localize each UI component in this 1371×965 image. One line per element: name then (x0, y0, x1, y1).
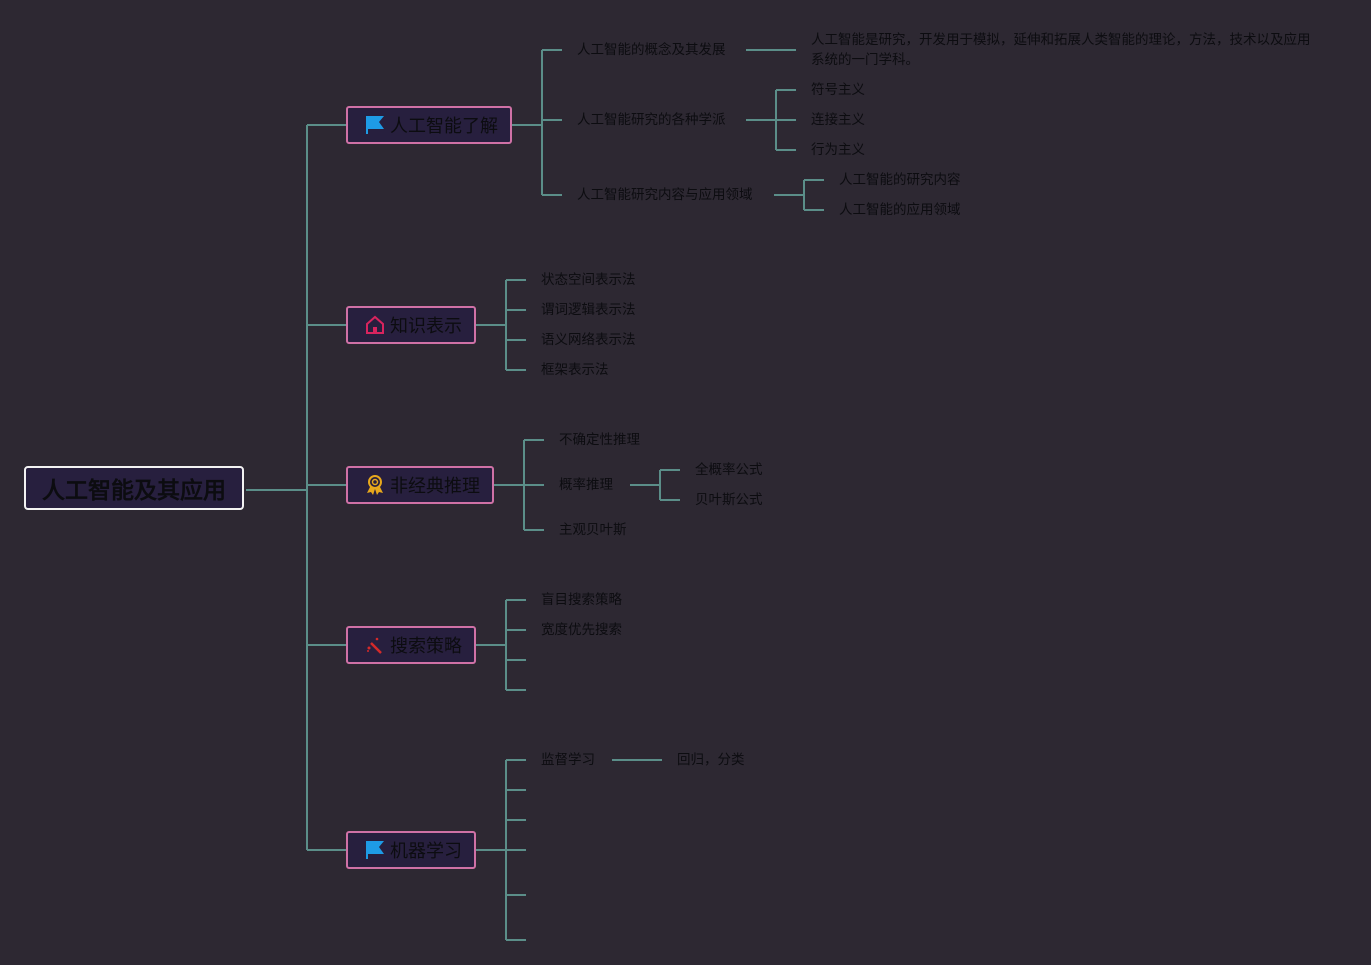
subtopic[interactable]: 人工智能的概念及其发展 (577, 42, 726, 58)
award-ribbon-icon (364, 474, 386, 496)
topic-label: 搜索策略 (390, 636, 462, 657)
root-topic-label: 人工智能及其应用 (42, 478, 226, 504)
subtopic[interactable]: 人工智能的应用领域 (839, 202, 961, 218)
subtopic[interactable]: 人工智能研究内容与应用领域 (577, 187, 753, 203)
subtopic-definition[interactable]: 人工智能是研究，开发用于模拟，延伸和拓展人类智能的理论，方法，技术以及应用系统的… (811, 32, 1311, 68)
subtopic[interactable]: 不确定性推理 (559, 432, 640, 448)
subtopic[interactable]: 人工智能研究的各种学派 (577, 112, 726, 128)
topic-label: 非经典推理 (390, 476, 480, 497)
topic-nonclassical-reasoning[interactable]: 非经典推理 (346, 466, 494, 504)
topic-ai-overview[interactable]: 人工智能了解 (346, 106, 512, 144)
subtopic[interactable]: 盲目搜索策略 (541, 592, 622, 608)
subtopic[interactable]: 状态空间表示法 (541, 272, 636, 288)
subtopic[interactable]: 行为主义 (811, 142, 865, 158)
subtopic[interactable]: 监督学习 (541, 752, 595, 768)
subtopic[interactable]: 概率推理 (559, 477, 613, 493)
magic-wand-icon (364, 634, 386, 656)
subtopic[interactable]: 全概率公式 (695, 462, 763, 478)
subtopic[interactable]: 人工智能的研究内容 (839, 172, 961, 188)
topic-label: 知识表示 (390, 316, 462, 337)
topic-label: 机器学习 (390, 841, 462, 862)
flag-icon (364, 839, 386, 861)
subtopic[interactable]: 谓词逻辑表示法 (541, 302, 636, 318)
topic-search-strategy[interactable]: 搜索策略 (346, 626, 476, 664)
subtopic[interactable]: 语义网络表示法 (541, 332, 636, 348)
home-icon (364, 314, 386, 336)
topic-knowledge-representation[interactable]: 知识表示 (346, 306, 476, 344)
root-topic[interactable]: 人工智能及其应用 (24, 466, 244, 510)
subtopic[interactable]: 连接主义 (811, 112, 865, 128)
subtopic[interactable]: 宽度优先搜索 (541, 622, 622, 638)
subtopic[interactable]: 框架表示法 (541, 362, 609, 378)
topic-label: 人工智能了解 (390, 116, 498, 137)
subtopic[interactable]: 贝叶斯公式 (695, 492, 763, 508)
subtopic[interactable]: 回归，分类 (677, 752, 745, 768)
subtopic[interactable]: 主观贝叶斯 (559, 522, 627, 538)
subtopic[interactable]: 符号主义 (811, 82, 865, 98)
flag-icon (364, 114, 386, 136)
topic-machine-learning[interactable]: 机器学习 (346, 831, 476, 869)
